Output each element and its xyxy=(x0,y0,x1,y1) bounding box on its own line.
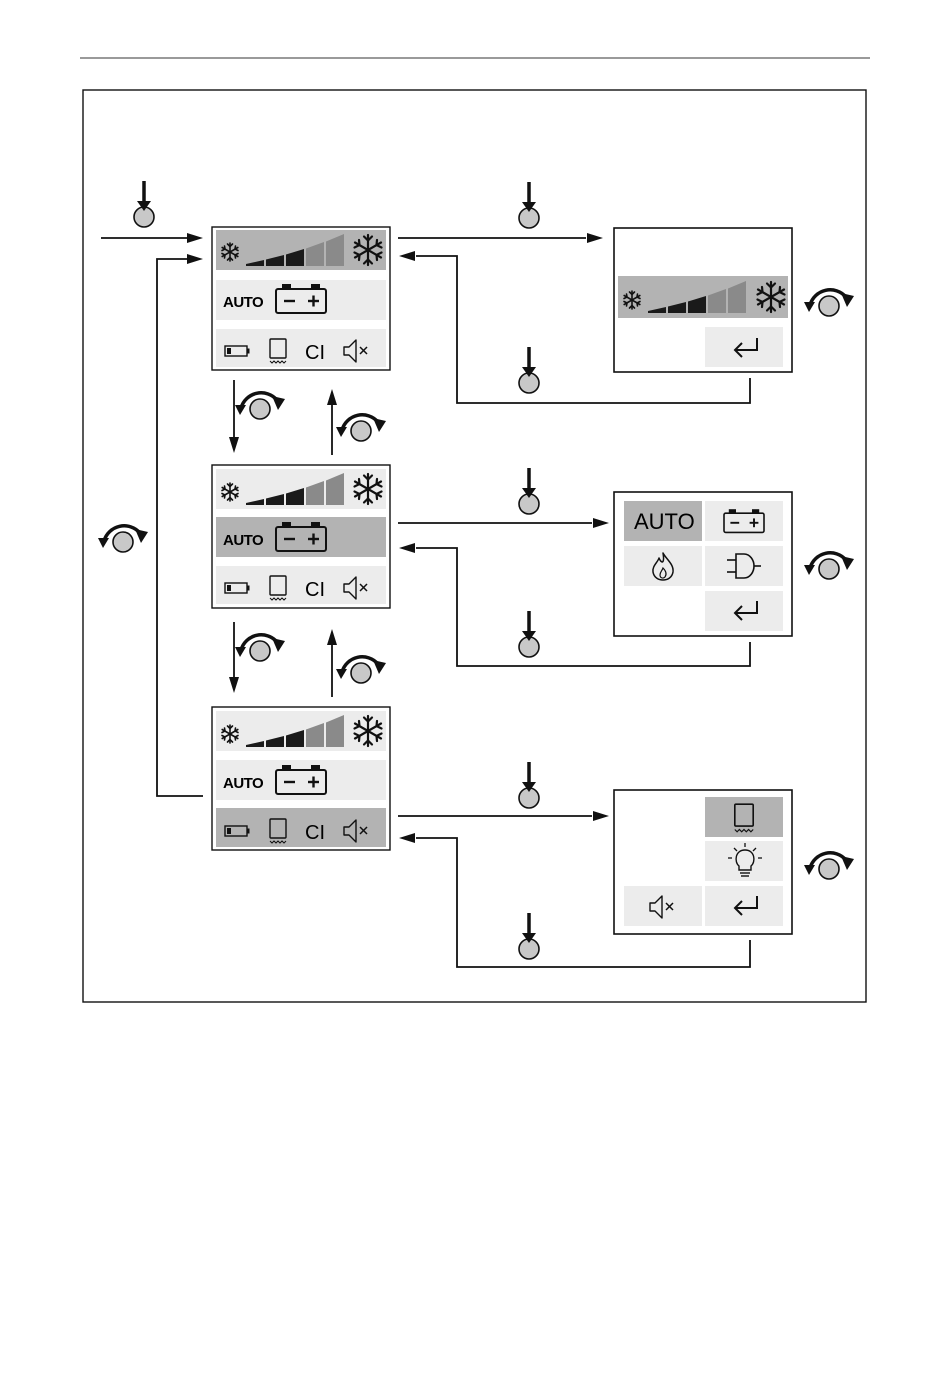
arrowhead xyxy=(593,811,609,821)
option-light xyxy=(705,841,783,881)
arrowhead xyxy=(187,233,203,243)
main-screen-settings-selected: AUTO CI xyxy=(212,707,390,850)
rotate-knob-icon xyxy=(336,415,386,441)
ci-label: CI xyxy=(305,342,325,364)
arrowhead xyxy=(399,833,415,843)
option-mute xyxy=(624,886,702,926)
arrowhead xyxy=(229,437,239,453)
rotate-knob-icon xyxy=(804,553,854,579)
rotate-knob-icon xyxy=(336,657,386,683)
arrowhead xyxy=(593,518,609,528)
return-cell xyxy=(705,327,783,367)
arrowhead xyxy=(399,543,415,553)
main-screen-cooling-selected: AUTO CI xyxy=(212,227,390,370)
press-knob-icon xyxy=(519,347,539,393)
mode-label: AUTO xyxy=(223,775,264,792)
press-knob-icon xyxy=(519,611,539,657)
rotate-knob-icon xyxy=(98,526,148,552)
sub-screen-cooling-level xyxy=(614,228,792,372)
mode-label: AUTO xyxy=(223,532,264,549)
arrowhead xyxy=(187,254,203,264)
option-display-highlight xyxy=(705,797,783,837)
rotate-knob-icon xyxy=(235,635,285,661)
press-knob-icon xyxy=(134,181,154,227)
arrowhead xyxy=(327,389,337,405)
sub-screen-settings-options xyxy=(614,790,792,934)
return-cell xyxy=(705,591,783,631)
press-knob-icon xyxy=(519,468,539,514)
arrowhead xyxy=(229,677,239,693)
press-knob-icon xyxy=(519,762,539,808)
mode-label: AUTO xyxy=(634,509,695,534)
press-knob-icon xyxy=(519,182,539,228)
return-cell xyxy=(705,886,783,926)
option-battery xyxy=(705,501,783,541)
rotate-knob-icon xyxy=(804,290,854,316)
main-screen-mode-selected: AUTO CI xyxy=(212,465,390,608)
ci-label: CI xyxy=(305,579,325,601)
option-mains xyxy=(705,546,783,586)
ci-label: CI xyxy=(305,822,325,844)
arrowhead xyxy=(399,251,415,261)
rotate-knob-icon xyxy=(235,393,285,419)
rotate-knob-icon xyxy=(804,853,854,879)
mode-label: AUTO xyxy=(223,294,264,311)
arrowhead xyxy=(327,629,337,645)
press-knob-icon xyxy=(519,913,539,959)
arrowhead xyxy=(587,233,603,243)
sub-screen-mode-options: AUTO xyxy=(614,492,792,636)
